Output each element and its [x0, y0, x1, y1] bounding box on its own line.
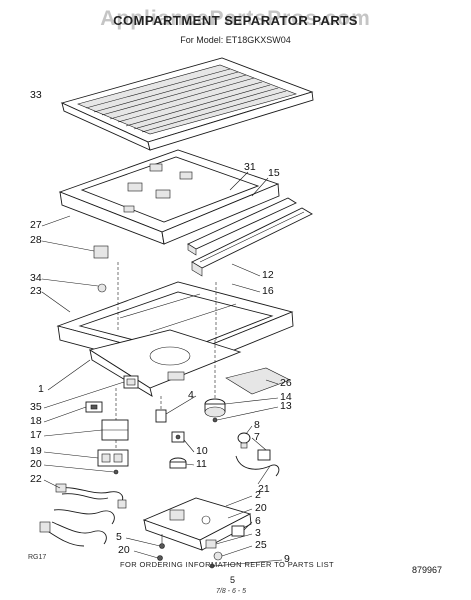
callout-17: 17	[30, 429, 42, 441]
handwritten-note: 7/8 - 6 - 5	[216, 588, 246, 595]
block-28	[93, 245, 109, 259]
screw-20-upper	[113, 469, 119, 475]
sheet-reference: RG17	[28, 554, 47, 561]
plug-3	[205, 539, 217, 549]
diagram-title: COMPARTMENT SEPARATOR PARTS	[113, 13, 358, 28]
callout-15: 15	[268, 167, 280, 179]
callout-3: 3	[255, 527, 261, 539]
fitting-10	[171, 431, 185, 443]
connector-6	[231, 525, 245, 537]
grommet-25	[213, 551, 223, 561]
rail-31	[187, 197, 297, 256]
callout-35: 35	[30, 401, 42, 413]
switch-35	[123, 375, 139, 389]
socket-7	[257, 449, 271, 461]
ordering-note: FOR ORDERING INFORMATION REFER TO PARTS …	[120, 560, 335, 569]
callout-2: 2	[255, 489, 261, 501]
damper-housing-17	[101, 388, 129, 441]
fitting-11	[169, 457, 187, 469]
callout-18: 18	[30, 415, 42, 427]
model-label: For Model: ET18GKXSW04	[180, 35, 291, 45]
callout-26: 26	[280, 377, 292, 389]
callout-27: 27	[30, 219, 42, 231]
lower-tray-1	[88, 329, 242, 397]
callout-16: 16	[262, 285, 274, 297]
rail-15	[191, 207, 313, 277]
page-number: 5	[230, 575, 236, 585]
callout-28: 28	[30, 234, 42, 246]
callout-1: 1	[38, 383, 44, 395]
callout-34: 34	[30, 272, 42, 284]
callout-5: 5	[116, 531, 122, 543]
leader-lines	[41, 171, 283, 567]
lamp-8	[237, 432, 251, 449]
callout-12: 12	[262, 269, 274, 281]
callout-7: 7	[254, 431, 260, 443]
callout-33: 33	[30, 89, 42, 101]
callout-23: 23	[30, 285, 42, 297]
control-bracket-19	[97, 440, 129, 467]
plug-34	[97, 283, 107, 293]
callout-31: 31	[244, 161, 256, 173]
callout-9: 9	[284, 553, 290, 565]
callout-22: 22	[30, 473, 42, 485]
callout-4: 4	[188, 389, 194, 401]
callout-11: 11	[196, 458, 207, 470]
callout-8: 8	[254, 419, 260, 431]
separator-cover-27	[58, 149, 280, 245]
screw-13	[212, 417, 218, 423]
bottom-bracket-2	[142, 497, 252, 551]
callout-25: 25	[255, 539, 267, 551]
callout-21: 21	[258, 483, 270, 495]
wiring-harness-22	[39, 483, 127, 547]
callout-6: 6	[255, 515, 261, 527]
foam-pad-26	[225, 367, 291, 395]
callout-20-lower: 20	[118, 544, 130, 556]
wire-21	[235, 455, 280, 477]
watermark: AppliancePartsPros.com	[100, 7, 371, 30]
callout-20-upper: 20	[30, 458, 42, 470]
callout-13: 13	[280, 400, 292, 412]
callout-10: 10	[196, 445, 208, 457]
callout-20-right: 20	[255, 502, 267, 514]
knob-4	[155, 396, 167, 423]
callout-14: 14	[280, 391, 292, 403]
cover-panel-33	[60, 57, 314, 151]
callout-19: 19	[30, 445, 42, 457]
cap-18	[85, 401, 103, 413]
spool-14	[204, 340, 226, 418]
screw-5	[159, 534, 165, 549]
diagram-code: 879967	[412, 565, 443, 575]
